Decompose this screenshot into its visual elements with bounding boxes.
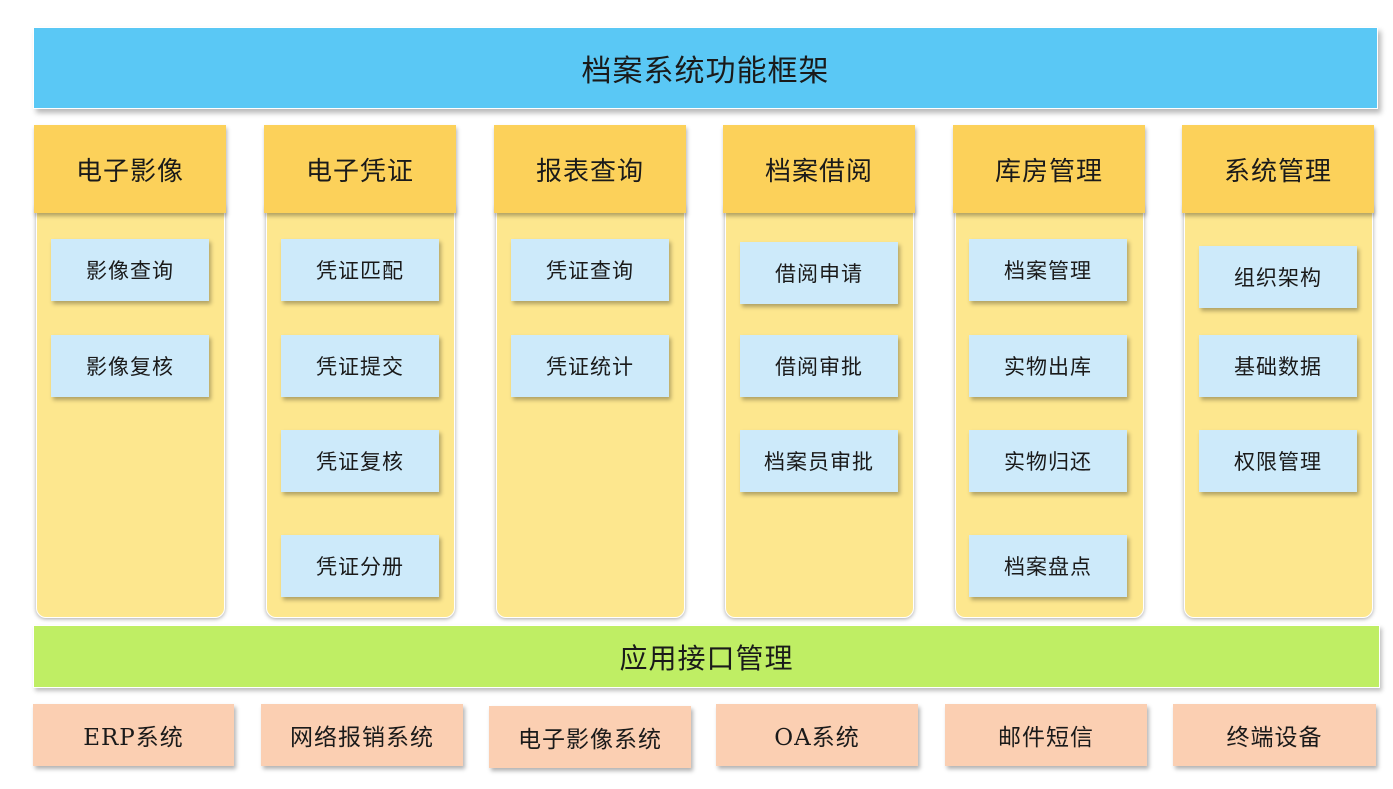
function-item: 凭证分册 <box>281 535 439 597</box>
function-item: 凭证提交 <box>281 335 439 397</box>
module-header-system: 系统管理 <box>1182 125 1374 213</box>
function-item: 凭证匹配 <box>281 239 439 301</box>
external-system-box: ERP系统 <box>33 704 234 766</box>
module-header-electronic-voucher: 电子凭证 <box>264 125 456 213</box>
function-item: 档案盘点 <box>969 535 1127 597</box>
external-system-box: 邮件短信 <box>945 704 1147 766</box>
function-item: 组织架构 <box>1199 246 1357 308</box>
function-item: 借阅审批 <box>740 335 898 397</box>
interface-layer-bar: 应用接口管理 <box>33 625 1380 688</box>
function-item: 影像复核 <box>51 335 209 397</box>
function-item: 凭证复核 <box>281 430 439 492</box>
module-header-warehouse: 库房管理 <box>953 125 1145 213</box>
function-item: 凭证统计 <box>511 335 669 397</box>
function-item: 档案员审批 <box>740 430 898 492</box>
function-item: 实物归还 <box>969 430 1127 492</box>
external-system-box: OA系统 <box>716 704 918 766</box>
module-header-report-query: 报表查询 <box>494 125 686 213</box>
external-system-box: 电子影像系统 <box>489 706 691 768</box>
function-item: 基础数据 <box>1199 335 1357 397</box>
function-item: 凭证查询 <box>511 239 669 301</box>
function-item: 借阅申请 <box>740 242 898 304</box>
diagram-title: 档案系统功能框架 <box>33 27 1378 109</box>
external-system-box: 网络报销系统 <box>261 704 463 766</box>
module-header-archive-borrowing: 档案借阅 <box>723 125 915 213</box>
external-system-box: 终端设备 <box>1173 704 1376 766</box>
function-item: 权限管理 <box>1199 430 1357 492</box>
module-header-electronic-image: 电子影像 <box>34 125 226 213</box>
function-item: 影像查询 <box>51 239 209 301</box>
function-item: 实物出库 <box>969 335 1127 397</box>
function-item: 档案管理 <box>969 239 1127 301</box>
